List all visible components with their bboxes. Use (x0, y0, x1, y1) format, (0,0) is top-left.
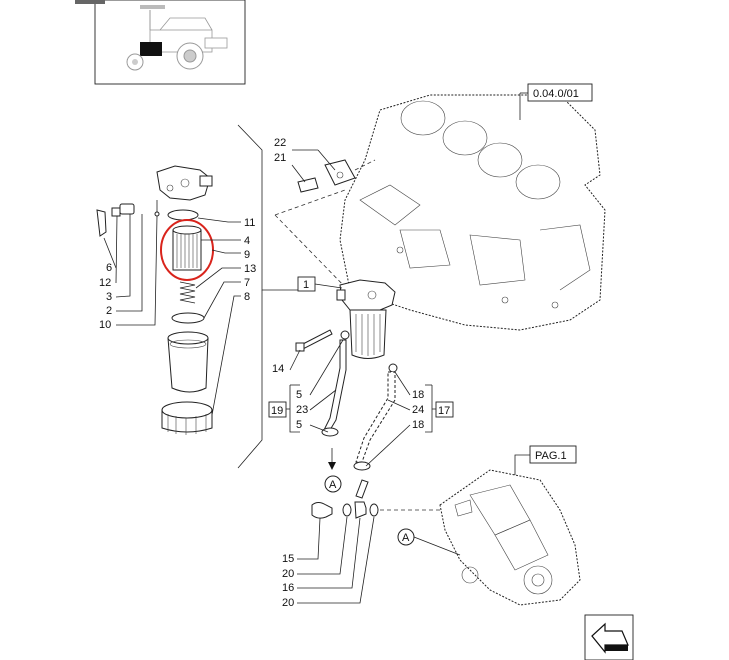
leader-13 (195, 267, 241, 289)
fuel-pipe-24 (353, 371, 396, 471)
leader-12 (115, 215, 120, 284)
part-number-4: 4 (244, 235, 250, 247)
callout-a-left (324, 475, 342, 493)
bracket-assembly: 22 21 (274, 137, 356, 193)
leader-10 (116, 215, 158, 326)
drain-screw-left (96, 203, 135, 237)
part-number-15: 15 (282, 553, 294, 565)
callout-a-left-label: A (329, 479, 337, 491)
bolt-14 (295, 329, 333, 352)
leader-18a (394, 371, 411, 396)
fuel-pipe-23 (321, 339, 347, 437)
part-number-17: 17 (438, 405, 450, 417)
leader-3 (115, 214, 131, 298)
o-ring-7 (171, 312, 205, 324)
tractor-thumbnail-icon (126, 5, 228, 71)
callout-a-right-leader (413, 536, 461, 556)
leader-16 (297, 517, 361, 589)
engine-block (339, 94, 606, 331)
leader-20a (297, 516, 348, 575)
ref-box-pump (529, 445, 577, 464)
part-number-20-b: 20 (282, 597, 294, 609)
leader-18b (365, 424, 411, 467)
filter-bowl (167, 331, 209, 393)
part-number-12: 12 (99, 277, 111, 289)
part-number-22: 22 (274, 137, 286, 149)
spring-13 (179, 281, 196, 304)
o-ring-11 (167, 209, 199, 221)
part-number-8: 8 (244, 291, 250, 303)
ref-box-19 (268, 401, 287, 418)
leader-5a (309, 339, 344, 396)
part-number-5-bottom: 5 (296, 419, 302, 431)
leader-5b (309, 424, 329, 433)
leader-9 (211, 249, 241, 254)
part-number-16: 16 (282, 582, 294, 594)
injection-pump (439, 469, 581, 606)
part-number-7: 7 (244, 277, 250, 289)
ref-label-engine: 0.04.0/01 (533, 88, 579, 100)
ref-box-17 (435, 401, 454, 418)
callout-a-right-label: A (402, 532, 410, 544)
part-number-9: 9 (244, 249, 250, 261)
part-number-18-top: 18 (412, 389, 424, 401)
part-number-6: 6 (106, 262, 112, 274)
leader-20b (297, 516, 375, 604)
leader-15 (297, 517, 321, 560)
filter-element-highlighted (160, 219, 214, 281)
part-number-13: 13 (244, 263, 256, 275)
leader-7 (203, 281, 241, 319)
part-number-18-bottom: 18 (412, 419, 424, 431)
part-number-23: 23 (296, 404, 308, 416)
part-number-5-top: 5 (296, 389, 302, 401)
bracket-leader (354, 159, 376, 171)
engine-ref-callout: 0.04.0/01 (519, 83, 593, 120)
next-page-arrow-icon[interactable] (584, 614, 634, 660)
leader-14 (289, 349, 301, 371)
part-number-24: 24 (412, 404, 424, 416)
flow-arrow-head (328, 462, 336, 470)
leader-8 (211, 295, 241, 416)
leader-11 (197, 217, 241, 223)
leader-2 (116, 214, 143, 312)
part-number-3: 3 (106, 291, 112, 303)
tractor-thumbnail (75, 0, 246, 85)
leader-24 (387, 399, 411, 411)
group-bracket-17 (425, 385, 433, 433)
part-number-21: 21 (274, 152, 286, 164)
part-number-14: 14 (272, 363, 284, 375)
leader-23 (309, 389, 337, 411)
ref-label-pump: PAG.1 (535, 450, 567, 462)
part-number-19: 19 (271, 405, 283, 417)
ring-nut-8 (161, 401, 213, 435)
part-number-20-a: 20 (282, 568, 294, 580)
banjo-fitting-group (311, 479, 379, 519)
part-number-1: 1 (303, 279, 309, 291)
pump-ref-leader (514, 454, 530, 475)
part-number-11: 11 (244, 217, 255, 229)
divider-top (237, 124, 300, 291)
part-number-2: 2 (106, 305, 112, 317)
engine-filter-leader (274, 189, 351, 293)
filter-assembly-1 (336, 279, 398, 373)
filter-head-exploded (154, 165, 213, 217)
divider-bottom (237, 290, 263, 469)
group-bracket-19 (289, 385, 300, 433)
leader-6 (103, 237, 117, 269)
part-number-10: 10 (99, 319, 111, 331)
